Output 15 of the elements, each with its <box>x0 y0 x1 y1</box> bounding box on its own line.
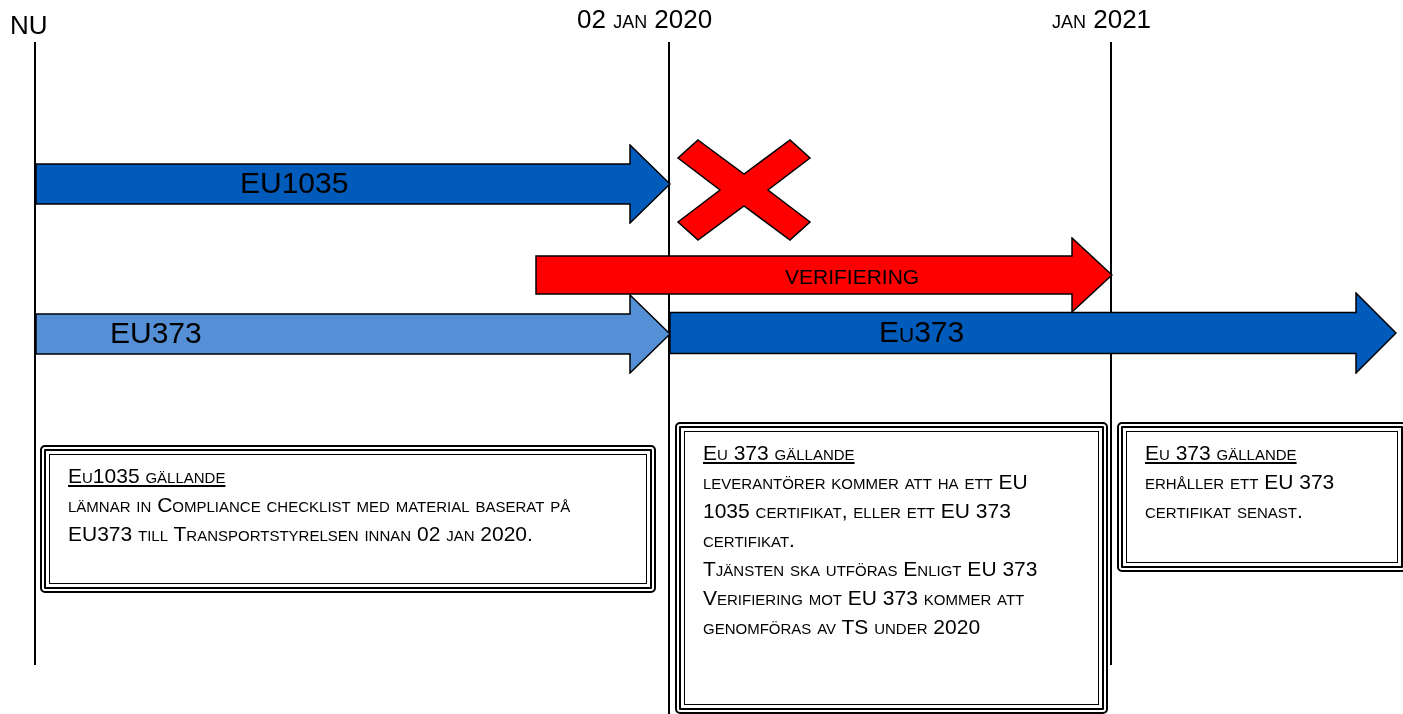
date-label: jan 2021 <box>1052 4 1152 35</box>
panel-text: Tjänsten ska utföras Enligt EU 373 <box>703 556 1039 582</box>
panel-text: erhåller ett EU 373 certifikat senast. <box>1145 469 1336 524</box>
panel-heading: Eu1035 gällande <box>68 463 227 489</box>
panel-heading: Eu 373 gällande <box>703 440 856 466</box>
date-label: NU <box>10 10 48 41</box>
panel-text: lämnar in Compliance checklist med material baserat på EU373 till Transportstyrelsen innan 02 jan 2020. <box>68 492 572 547</box>
date-label: 02 jan 2020 <box>577 4 713 35</box>
arrow-label: Eu373 <box>879 315 965 349</box>
arrow-label: EU373 <box>110 316 202 350</box>
arrow-label: verifiering <box>785 257 920 291</box>
panel-heading: Eu 373 gällande <box>1145 440 1298 466</box>
panel-text: Verifiering mot EU 373 kommer att genomföras av TS under 2020 <box>703 585 1026 640</box>
panel-text: leverantörer kommer att ha ett EU 1035 certifikat, eller ett EU 373 certifikat. <box>703 469 1029 553</box>
arrow-label: EU1035 <box>240 166 349 200</box>
